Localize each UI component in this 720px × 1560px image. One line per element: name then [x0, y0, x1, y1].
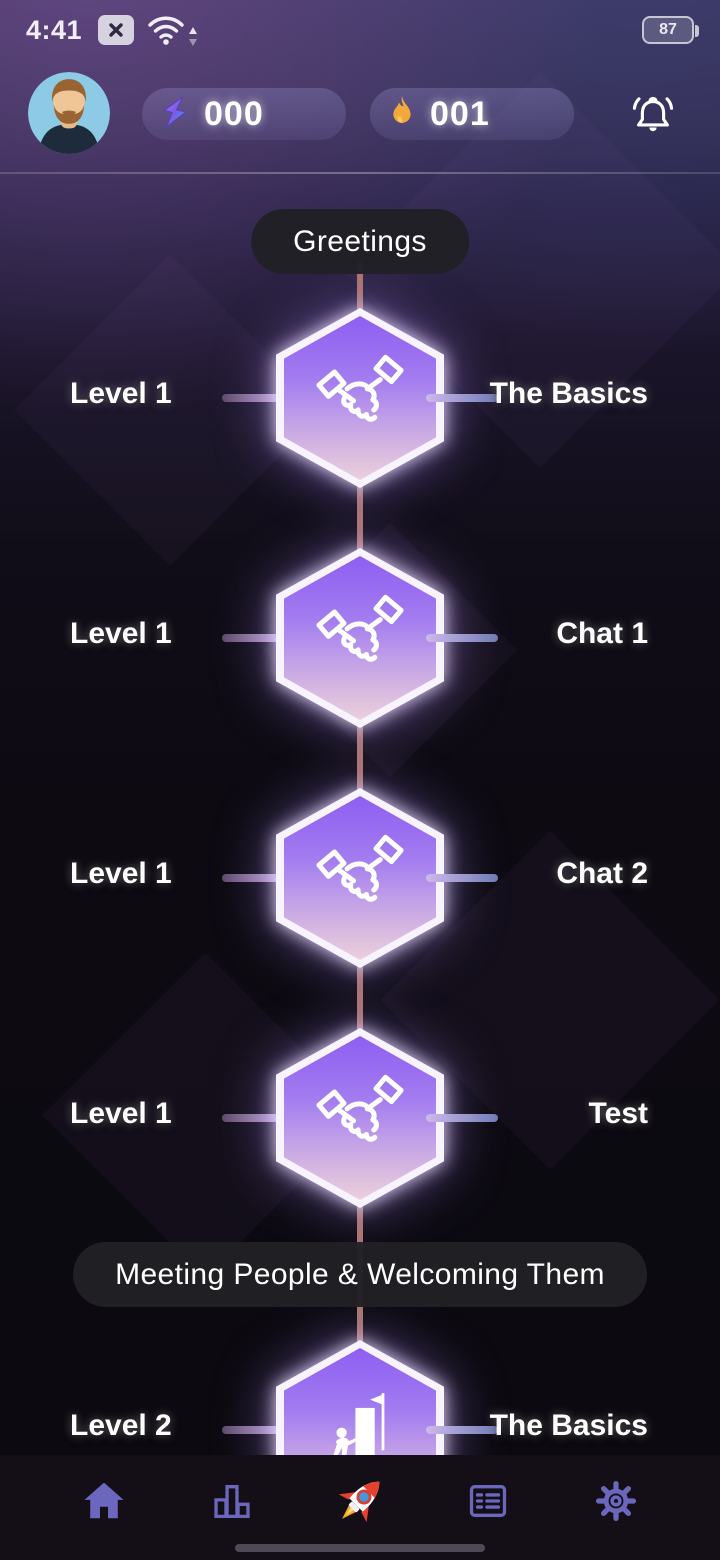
- gear-icon: [595, 1480, 637, 1521]
- lesson-node[interactable]: [276, 548, 444, 728]
- home-indicator[interactable]: [235, 1544, 485, 1552]
- header: 000 001: [0, 60, 720, 173]
- avatar[interactable]: [28, 72, 110, 154]
- level-label: Level 1: [70, 1097, 172, 1130]
- wifi-icon: [146, 12, 198, 48]
- nav-launch[interactable]: [328, 1469, 392, 1533]
- battery-percent: 87: [659, 21, 677, 38]
- unit-title: Meeting People & Welcoming Them: [115, 1257, 605, 1291]
- connector-right: [426, 1426, 498, 1434]
- nav-home[interactable]: [72, 1469, 136, 1533]
- nav-progress[interactable]: [200, 1469, 264, 1533]
- lesson-name: Test: [588, 1097, 648, 1130]
- rocket-icon: [338, 1481, 380, 1522]
- level-label: Level 1: [70, 617, 172, 650]
- streak-stat-pill[interactable]: 001: [370, 88, 574, 140]
- connector-right: [426, 1114, 498, 1122]
- lesson-node[interactable]: [276, 1028, 444, 1208]
- lesson-node[interactable]: [276, 308, 444, 488]
- level-label: Level 1: [70, 377, 172, 410]
- bell-icon[interactable]: [628, 88, 678, 140]
- home-icon: [84, 1482, 124, 1518]
- connector-right: [426, 874, 498, 882]
- energy-value: 000: [204, 94, 264, 133]
- streak-value: 001: [430, 94, 490, 133]
- connector-right: [426, 394, 498, 402]
- handshake-icon: [316, 594, 404, 662]
- lesson-node[interactable]: [276, 788, 444, 968]
- unit-title-pill: Greetings: [251, 209, 469, 274]
- nav-lessons[interactable]: [456, 1469, 520, 1533]
- handshake-icon: [316, 354, 404, 422]
- unit-title-pill: Meeting People & Welcoming Them: [73, 1242, 647, 1307]
- bar-chart-icon: [214, 1484, 250, 1518]
- connector-left: [222, 634, 294, 642]
- welcome-icon: [333, 1393, 385, 1456]
- battery-icon: 87: [642, 16, 699, 44]
- flame-icon: [386, 95, 418, 134]
- handshake-icon: [316, 1074, 404, 1142]
- connector-left: [222, 1426, 294, 1434]
- level-label: Level 1: [70, 857, 172, 890]
- no-sim-icon: [98, 15, 135, 45]
- level-label: Level 2: [70, 1409, 172, 1442]
- connector-left: [222, 394, 294, 402]
- connector-left: [222, 1114, 294, 1122]
- list-icon: [469, 1484, 507, 1517]
- lesson-name: Chat 1: [556, 617, 648, 650]
- header-divider: [0, 172, 720, 174]
- bottom-nav: [0, 1455, 720, 1560]
- lightning-bolt-icon: [158, 94, 192, 134]
- lesson-name: Chat 2: [556, 857, 648, 890]
- connector-right: [426, 634, 498, 642]
- handshake-icon: [316, 834, 404, 902]
- connector-left: [222, 874, 294, 882]
- lesson-name: The Basics: [489, 1409, 648, 1442]
- lesson-name: The Basics: [489, 377, 648, 410]
- energy-stat-pill[interactable]: 000: [142, 88, 346, 140]
- nav-settings[interactable]: [584, 1469, 648, 1533]
- clock: 4:41: [26, 14, 83, 45]
- status-bar: 4:41 87: [0, 0, 720, 60]
- unit-title: Greetings: [293, 224, 427, 258]
